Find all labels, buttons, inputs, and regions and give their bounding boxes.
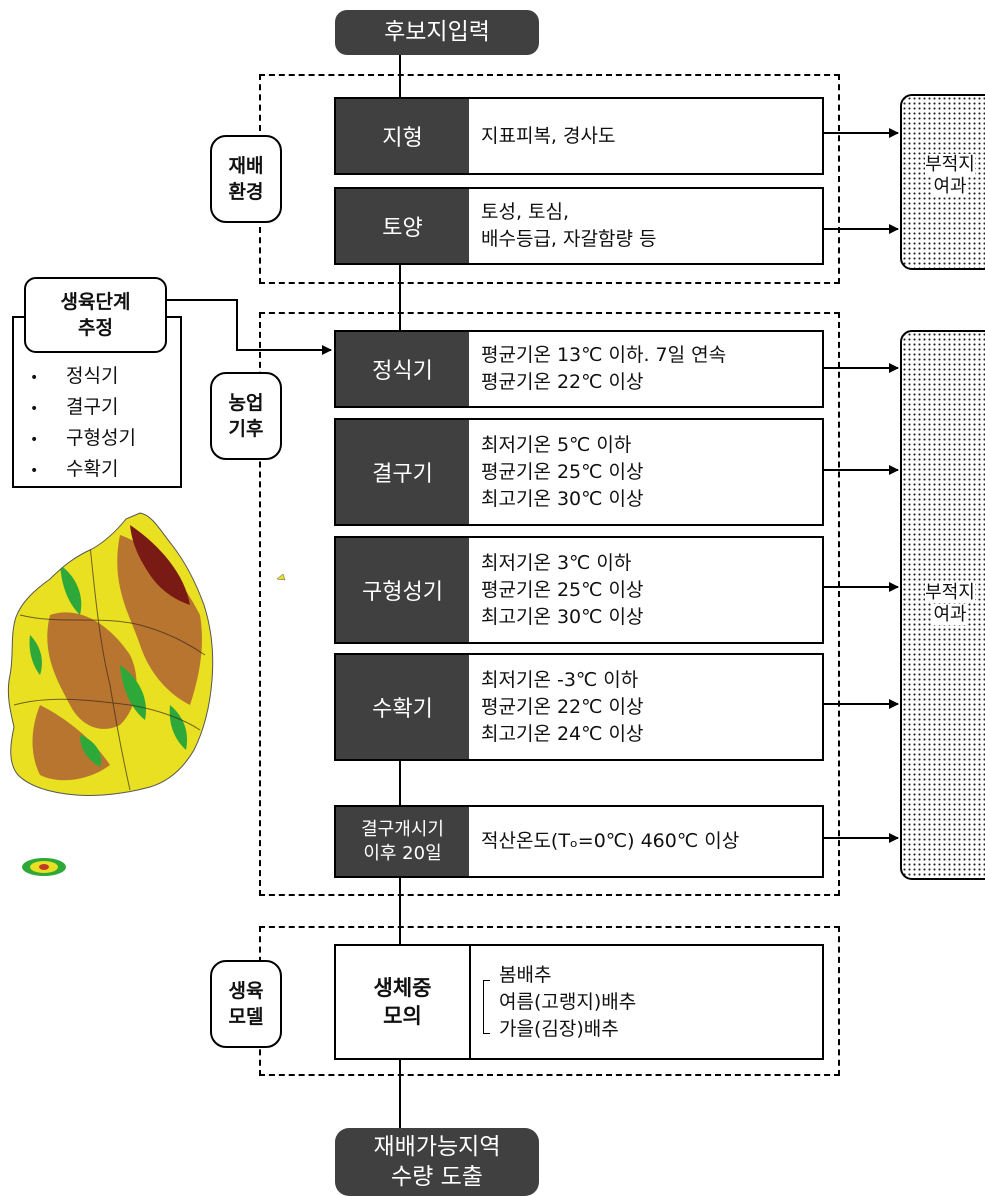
growth-title-line: 생육단계: [60, 291, 131, 313]
result-line: 부적지: [925, 154, 975, 175]
start-node: 후보지입력: [335, 10, 539, 55]
env-group-line1: 재배: [228, 155, 264, 177]
bracket: [483, 980, 490, 1034]
model-group-line2: 모델: [228, 1006, 264, 1028]
desc-line: 배수등급, 자갈함량 등: [481, 228, 657, 250]
climate-row-accumulated: 결구개시기 이후 20일 적산온도(Tₒ=0℃) 460℃ 이상: [334, 805, 824, 878]
climate-row-label: 구형성기: [336, 538, 469, 642]
result-line: 여과: [933, 604, 967, 625]
env-row-label: 토양: [336, 189, 469, 263]
model-row: 생체중 모의 봄배추 여름(고랭지)배추 가을(김장)배추: [334, 944, 824, 1060]
end-node: 재배가능지역 수량 도출: [335, 1128, 539, 1196]
climate-row-desc: 최저기온 5℃ 이하 평균기온 25℃ 이상 최고기온 30℃ 이상: [469, 420, 643, 524]
growth-stage-item: 결구기: [30, 393, 136, 424]
desc-line: 평균기온 25℃ 이상: [481, 578, 644, 601]
filter-result-bottom: 부적지 여과: [900, 330, 985, 880]
small-islet-icon: [276, 573, 286, 581]
end-label-line: 재배가능지역: [373, 1134, 501, 1160]
jeju-island: [22, 858, 66, 876]
label-line: 이후 20일: [363, 842, 442, 864]
end-label-line: 수량 도출: [391, 1164, 483, 1190]
climate-row-heading: 결구기 최저기온 5℃ 이하 평균기온 25℃ 이상 최고기온 30℃ 이상: [334, 418, 824, 526]
env-row-soil: 토양 토성, 토심, 배수등급, 자갈함량 등: [334, 187, 824, 265]
desc-line: 최저기온 -3℃ 이하: [481, 668, 639, 691]
model-label-line: 모의: [383, 1004, 422, 1028]
model-label-line: 생체중: [373, 976, 432, 1000]
desc-line: 평균기온 25℃ 이상: [481, 460, 644, 483]
climate-group-line1: 농업: [228, 392, 264, 414]
climate-group-frame: [259, 312, 840, 896]
start-label: 후보지입력: [384, 19, 490, 45]
result-line: 여과: [933, 176, 967, 197]
climate-row-desc: 적산온도(Tₒ=0℃) 460℃ 이상: [469, 807, 739, 876]
env-row-desc: 지표피복, 경사도: [469, 99, 615, 173]
desc-line: 최고기온 24℃ 이상: [481, 722, 644, 745]
desc-line: 최저기온 3℃ 이하: [481, 551, 632, 574]
desc-line: 지표피복, 경사도: [481, 124, 616, 147]
filter-result-top: 부적지 여과: [900, 94, 985, 270]
model-label: 생체중 모의: [336, 946, 471, 1058]
env-row-label: 지형: [336, 99, 469, 173]
climate-row-desc: 최저기온 -3℃ 이하 평균기온 22℃ 이상 최고기온 24℃ 이상: [469, 655, 643, 759]
desc-line: 적산온도(Tₒ=0℃) 460℃ 이상: [481, 830, 740, 852]
growth-stage-item: 구형성기: [30, 424, 136, 455]
model-items: 봄배추 여름(고랭지)배추 가을(김장)배추: [471, 946, 636, 1058]
korea-map-image: [7, 512, 214, 876]
model-group-line1: 생육: [228, 980, 264, 1002]
model-item: 여름(고랭지)배추: [499, 990, 637, 1013]
desc-line: 토성, 토심,: [481, 201, 570, 223]
env-row-desc: 토성, 토심, 배수등급, 자갈함량 등: [469, 189, 656, 263]
model-item: 가을(김장)배추: [499, 1017, 619, 1040]
desc-line: 최고기온 30℃ 이상: [481, 605, 644, 628]
desc-line: 최저기온 5℃ 이하: [481, 433, 632, 456]
climate-row-desc: 최저기온 3℃ 이하 평균기온 25℃ 이상 최고기온 30℃ 이상: [469, 538, 643, 642]
climate-row-formation: 구형성기 최저기온 3℃ 이하 평균기온 25℃ 이상 최고기온 30℃ 이상: [334, 536, 824, 644]
desc-line: 최고기온 30℃ 이상: [481, 487, 644, 510]
env-row-terrain: 지형 지표피복, 경사도: [334, 97, 824, 175]
climate-row-label: 수확기: [336, 655, 469, 759]
climate-row-harvest: 수확기 최저기온 -3℃ 이하 평균기온 22℃ 이상 최고기온 24℃ 이상: [334, 653, 824, 761]
growth-stage-title: 생육단계 추정: [24, 277, 167, 353]
climate-group-line2: 기후: [228, 418, 264, 440]
env-group-line2: 환경: [228, 181, 264, 203]
label-line: 결구개시기: [361, 818, 444, 840]
climate-row-planting: 정식기 평균기온 13℃ 이하. 7일 연속 평균기온 22℃ 이상: [334, 330, 824, 408]
desc-line: 평균기온 13℃ 이하. 7일 연속: [481, 344, 727, 366]
model-item: 봄배추: [499, 963, 552, 986]
growth-title-line: 추정: [78, 317, 113, 339]
climate-row-label: 결구개시기 이후 20일: [336, 807, 469, 876]
desc-line: 평균기온 22℃ 이상: [481, 371, 644, 393]
climate-row-label: 정식기: [336, 332, 469, 406]
climate-row-label: 결구기: [336, 420, 469, 524]
growth-stage-item: 수확기: [30, 455, 136, 486]
desc-line: 평균기온 22℃ 이상: [481, 695, 644, 718]
growth-stage-item: 정식기: [30, 362, 136, 393]
result-line: 부적지: [925, 582, 975, 603]
climate-row-desc: 평균기온 13℃ 이하. 7일 연속 평균기온 22℃ 이상: [469, 332, 726, 406]
